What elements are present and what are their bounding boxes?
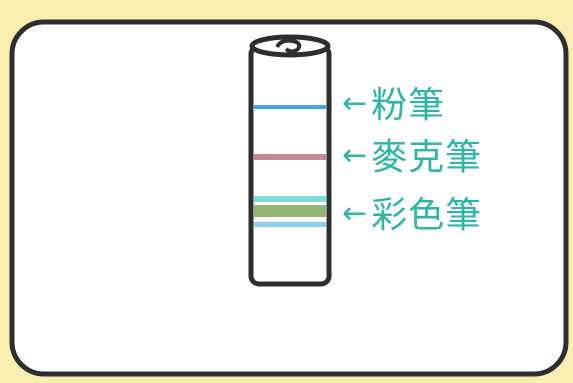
blue-stripe (254, 105, 326, 109)
chalk-top-swirl (275, 38, 302, 54)
chalk-top-ellipse (249, 34, 331, 58)
chalk-callout: ← 粉筆 (342, 88, 445, 124)
marker-label: 麥克筆 (371, 137, 483, 178)
color-pen-callout: ← 彩色筆 (342, 198, 482, 234)
left-arrow-icon: ← (342, 196, 368, 231)
aqua-stripe (254, 196, 326, 202)
stripes-group (254, 105, 326, 227)
left-arrow-icon: ← (342, 138, 368, 173)
light-blue-stripe (254, 222, 326, 227)
chalk-body (248, 43, 332, 287)
marker-callout: ← 麥克筆 (342, 140, 482, 176)
green-stripe (254, 205, 326, 217)
left-arrow-icon: ← (342, 86, 368, 121)
color-pen-label: 彩色筆 (371, 195, 483, 236)
pink-stripe (254, 154, 326, 160)
chalk-label: 粉筆 (371, 85, 446, 126)
